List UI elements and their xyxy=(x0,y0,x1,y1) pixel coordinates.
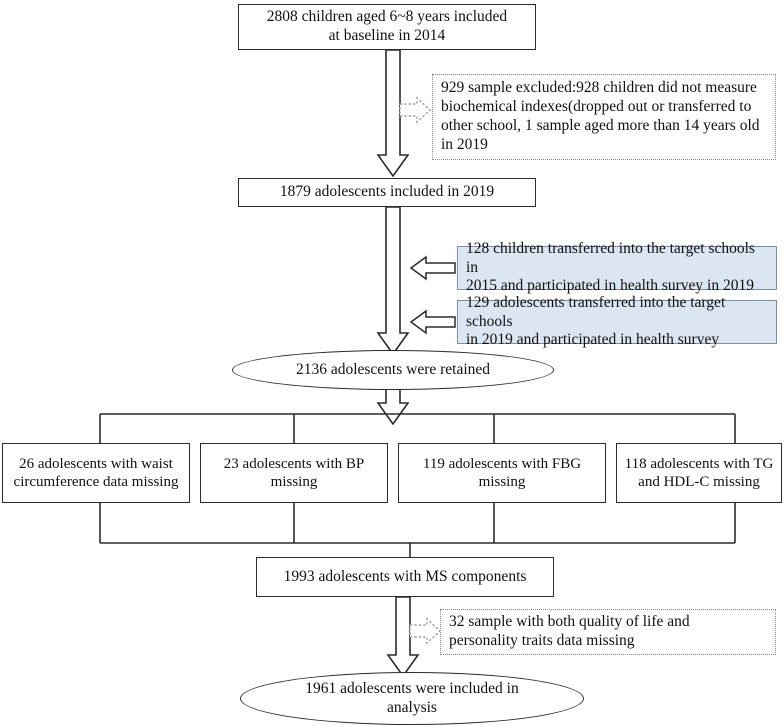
node-missing-tg-hdlc[interactable]: 118 adolescents with TG and HDL-C missin… xyxy=(616,443,782,503)
node-excluded-2019-note[interactable]: 929 sample excluded:928 children did not… xyxy=(432,74,776,160)
node-missing-waist-circumference-label: 26 adolescents with waist circumference … xyxy=(13,455,179,490)
arrow-down-icon xyxy=(386,596,420,678)
node-final-analysis[interactable]: 1961 adolescents were included in analys… xyxy=(240,672,584,725)
node-missing-tg-hdlc-label: 118 adolescents with TG and HDL-C missin… xyxy=(624,455,774,490)
arrow-left-icon xyxy=(409,255,456,281)
node-excluded-qol-note[interactable]: 32 sample with both quality of life and … xyxy=(440,609,776,655)
arrow-down-icon xyxy=(376,387,410,426)
node-ms-components[interactable]: 1993 adolescents with MS components xyxy=(256,557,554,597)
node-included-2019[interactable]: 1879 adolescents included in 2019 xyxy=(238,178,536,207)
node-retained-cohort[interactable]: 2136 adolescents were retained xyxy=(232,350,554,390)
node-missing-bp[interactable]: 23 adolescents with BP missing xyxy=(200,443,388,503)
node-missing-fbg[interactable]: 119 adolescents with FBG missing xyxy=(398,443,606,503)
node-missing-fbg-label: 119 adolescents with FBG missing xyxy=(422,455,582,490)
node-included-2019-label: 1879 adolescents included in 2019 xyxy=(279,183,495,201)
node-baseline-cohort-label: 2808 children aged 6~8 years included at… xyxy=(266,8,508,44)
arrow-down-icon xyxy=(376,49,410,178)
node-transferred-2015[interactable]: 128 children transferred into the target… xyxy=(457,240,777,294)
node-excluded-2019-note-label: 929 sample excluded:928 children did not… xyxy=(441,79,760,153)
node-missing-bp-label: 23 adolescents with BP missing xyxy=(223,455,365,490)
node-transferred-2015-label: 128 children transferred into the target… xyxy=(466,239,755,295)
node-excluded-qol-note-label: 32 sample with both quality of life and … xyxy=(449,613,690,649)
node-final-analysis-label: 1961 adolescents were included in analys… xyxy=(305,679,519,716)
node-transferred-2019-label: 129 adolescents transferred into the tar… xyxy=(466,293,726,349)
node-missing-waist-circumference[interactable]: 26 adolescents with waist circumference … xyxy=(2,443,190,503)
node-baseline-cohort[interactable]: 2808 children aged 6~8 years included at… xyxy=(238,4,536,50)
arrow-right-icon xyxy=(409,617,442,645)
arrow-down-icon xyxy=(376,206,410,356)
node-retained-cohort-label: 2136 adolescents were retained xyxy=(295,360,491,378)
arrow-right-icon xyxy=(399,96,432,124)
arrow-left-icon xyxy=(409,309,456,335)
node-ms-components-label: 1993 adolescents with MS components xyxy=(283,567,527,585)
node-transferred-2019[interactable]: 129 adolescents transferred into the tar… xyxy=(457,294,777,348)
